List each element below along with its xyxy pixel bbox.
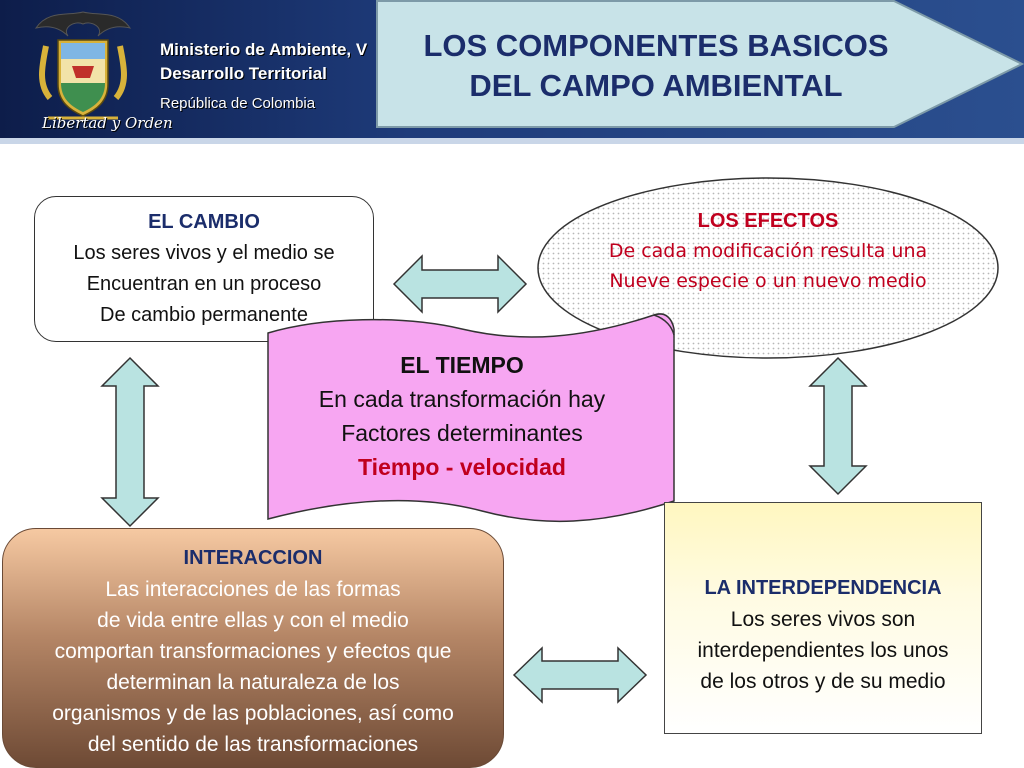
tiempo-line: Factores determinantes [341,420,583,446]
title-line-1: LOS COMPONENTES BASICOS [423,28,889,63]
efectos-line: Nueve especie o un nuevo medio [609,270,927,292]
cambio-line: Los seres vivos y el medio se [73,242,335,264]
tiempo-line: En cada transformación hay [318,386,606,412]
tiempo-heading: EL TIEMPO [400,352,524,378]
double-arrow-horizontal-top [392,254,528,314]
interdependencia-heading: LA INTERDEPENDENCIA [704,577,942,599]
interdependencia-line: interdependientes los unos [697,639,949,662]
tiempo-text: EL TIEMPO En cada transformación hay Fac… [262,348,662,484]
motto-text: Libertad y Orden [42,114,173,132]
interaccion-line: de vida entre ellas y con el medio [97,609,409,632]
coat-of-arms-icon [34,11,132,120]
efectos-text: LOS EFECTOS De cada modificación resulta… [548,206,988,296]
interaccion-line: determinan la naturaleza de los [106,671,400,694]
ministry-line-3: República de Colombia [160,95,316,112]
interaccion-box: INTERACCION Las interacciones de las for… [2,528,504,768]
tiempo-highlight: Tiempo - velocidad [358,454,566,480]
cambio-line: De cambio permanente [100,304,308,326]
double-arrow-vertical-right [808,356,868,496]
interdependencia-line: Los seres vivos son [730,608,916,631]
ministry-line-1: Ministerio de Ambiente, V [160,40,368,59]
ministry-line-2: Desarrollo Territorial [160,64,327,83]
cambio-box: EL CAMBIO Los seres vivos y el medio se … [34,196,374,342]
double-arrow-horizontal-bottom [512,646,648,704]
efectos-line: De cada modificación resulta una [608,240,928,262]
interaccion-line: comportan transformaciones y efectos que [54,640,452,663]
cambio-line: Encuentran en un proceso [86,273,322,295]
interdependencia-line: de los otros y de su medio [700,670,946,693]
tiempo-scroll [267,313,675,523]
double-arrow-vertical-left [100,356,160,528]
header-band [0,138,1024,144]
interdependencia-box: LA INTERDEPENDENCIA Los seres vivos son … [664,502,982,734]
title-line-2: DEL CAMPO AMBIENTAL [469,68,843,103]
interaccion-line: organismos y de las poblaciones, así com… [52,702,454,725]
title-banner [376,0,1024,128]
interaccion-line: del sentido de las transformaciones [87,733,419,756]
interaccion-heading: INTERACCION [183,547,323,569]
efectos-ellipse [537,177,999,359]
efectos-heading: LOS EFECTOS [697,210,839,232]
cambio-heading: EL CAMBIO [148,211,260,233]
interaccion-line: Las interacciones de las formas [105,578,401,601]
